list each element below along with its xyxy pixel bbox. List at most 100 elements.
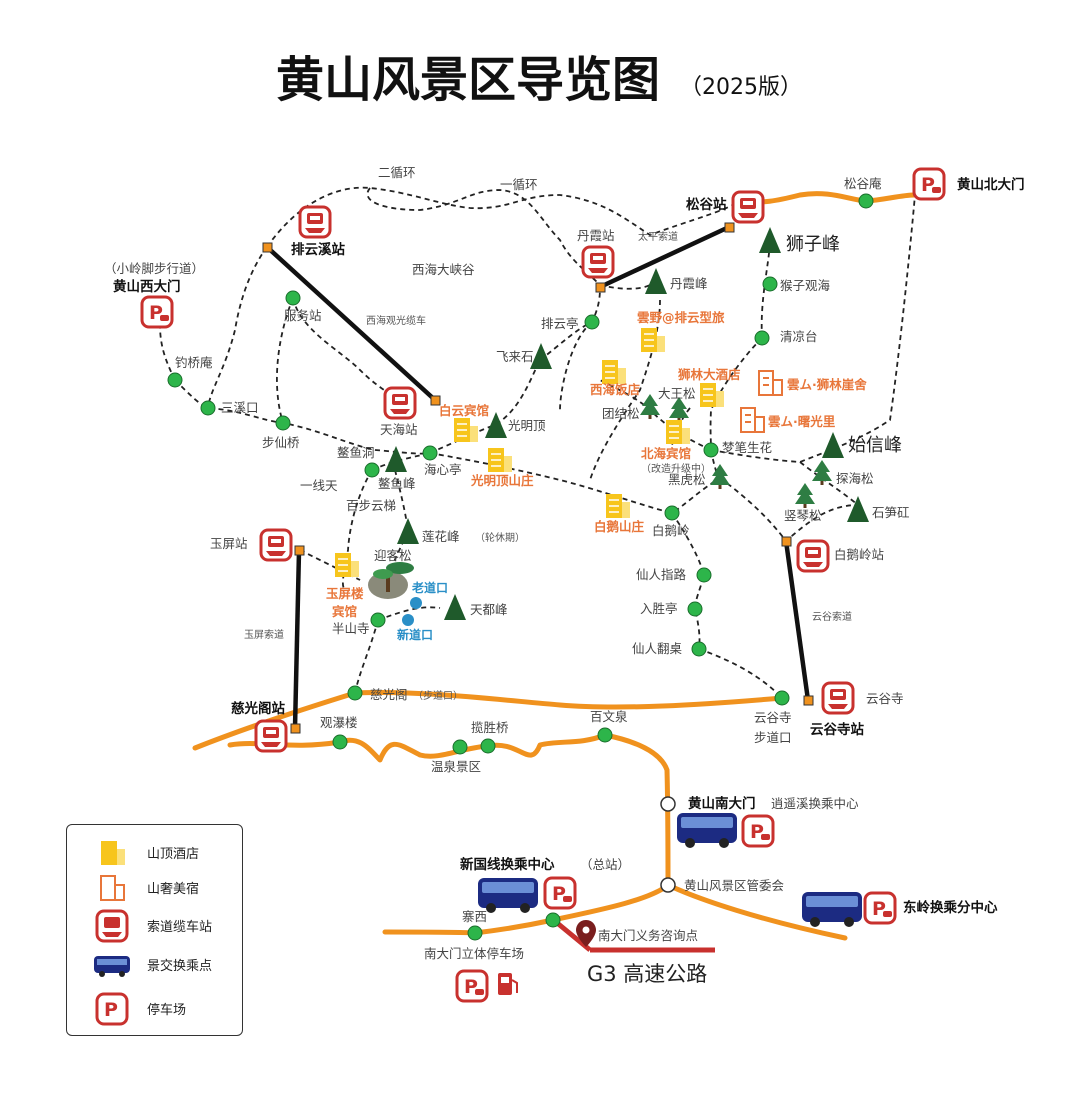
label-baibuyunti: 百步云梯 [346,498,396,513]
label-danxiafeng: 丹霞峰 [670,276,708,291]
label-guangmingding: 光明顶 [508,418,546,433]
label-hotel-guangmingding: 光明顶山庄 [470,473,534,488]
label-yuping-station: 玉屏站 [210,536,248,551]
label-wenquan: 温泉景区 [431,759,481,774]
label-yuping-cable: 玉屏索道 [244,628,284,641]
gate-nodes [660,796,676,893]
yingke-pine-illustration [368,562,414,599]
label-hotel-yuping2: 宾馆 [332,604,357,619]
legend-label-4: 停车场 [147,1002,186,1018]
map-subtitle: （2025版） [680,75,802,100]
legend-label-1: 山奢美宿 [147,881,199,897]
label-houziguanhai: 猴子观海 [780,278,831,293]
bus-icon [94,956,130,977]
label-west-gate: 黄山西大门 [113,278,181,295]
label-xianrenzhilu: 仙人指路 [636,567,687,582]
label-diaoqiaoan: 钓桥庵 [175,355,213,370]
label-tanhaisong: 探海松 [836,471,874,486]
label-tianhai-station: 天海站 [380,422,418,437]
label-xihai-cable: 西海观光缆车 [366,314,426,327]
label-north-gate: 黄山北大门 [957,176,1025,193]
label-rushengting: 入胜亭 [640,601,678,616]
label-yungusi: 云谷寺 [866,691,904,706]
parking-icons [140,167,946,1003]
label-baieling: 白鹅岭 [652,523,690,538]
scenic-nodes [167,193,874,941]
label-parking: 南大门立体停车场 [424,946,524,961]
label-yixunhuan: 一循环 [500,177,538,192]
trail-entry-markers [402,597,422,626]
label-xihaidaxiagu: 西海大峡谷 [412,262,475,277]
label-hotel-yunye: 雲野@排云型旅 [637,310,725,325]
label-tiandufeng: 天都峰 [470,602,508,617]
label-budaokou: （步道口） [413,689,463,702]
label-yungusi-trail: 云谷寺 [754,710,792,725]
label-hotel-shilin: 狮林大酒店 [677,367,741,382]
label-xiaoyaoxi: 逍遥溪换乘中心 [771,796,859,811]
label-mengbishenghua: 梦笔生花 [722,440,772,455]
info-pin-icon [576,920,596,947]
legend-label-2: 索道缆车站 [147,919,212,935]
label-xinguoxian-note: （总站） [580,857,630,872]
label-hotel-yuping1: 玉屏楼 [326,586,364,601]
label-dongling: 东岭换乘分中心 [903,899,998,916]
legend-label-3: 景交换乘点 [147,958,212,974]
label-inn-shuguang: 雲ム·曙光里 [768,414,836,429]
label-xindaokou: 新道口 [397,627,433,642]
label-haixinting: 海心亭 [424,462,462,477]
label-lianhuafeng: 莲花峰 [422,529,460,544]
cableway-lines [265,224,811,729]
label-highway: G3 高速公路 [587,962,707,986]
summit-hotel-icon [101,841,125,865]
label-lunxiuqi: （轮休期） [475,531,525,544]
label-yungu-cable: 云谷索道 [812,610,852,623]
label-saixi: 寨西 [462,909,487,924]
label-info-point: 南大门义务咨询点 [598,928,698,943]
label-erxunhuan: 二循环 [378,165,416,180]
label-shizifeng: 狮子峰 [786,234,840,255]
cable-station-icon [95,909,129,943]
label-guanweihui: 黄山风景区管委会 [684,878,785,893]
label-danxia-station: 丹霞站 [577,228,615,243]
label-yungusi-station: 云谷寺站 [810,721,864,738]
label-aoyufeng: 鳌鱼峰 [378,476,416,491]
label-banshansi: 半山寺 [332,621,370,636]
label-shuqinsong: 竖琴松 [784,508,822,523]
label-paiyunting: 排云亭 [541,316,579,331]
label-buxianqiao: 步仙桥 [262,435,300,450]
label-inn-shilin: 雲ム·狮林崖舍 [787,377,867,392]
label-lanshengqiao: 揽胜桥 [471,720,509,735]
label-sanxikou: 三溪口 [221,400,259,415]
label-shisungang: 石笋矼 [872,505,910,520]
label-hotel-beihai: 北海宾馆 [641,446,691,461]
label-west-note: （小岭脚步行道） [104,261,204,276]
label-hotel-baiyun: 白云宾馆 [439,403,489,418]
label-songguan: 松谷庵 [844,176,882,191]
label-songgu-station: 松谷站 [686,196,727,213]
label-tuanjiesong: 团结松 [602,406,640,421]
map-title: 黄山风景区导览图 [276,52,660,108]
label-south-gate: 黄山南大门 [688,795,756,812]
label-heihusong: 黑虎松 [668,472,706,487]
cable-station-icons [254,190,855,753]
label-xinguoxian: 新国线换乘中心 [460,856,555,873]
label-beihai-note: （改造升级中） [641,462,711,475]
label-hotel-baie: 白鹅山庄 [594,519,645,534]
label-taiping-cable: 太平索道 [638,230,678,243]
label-baiwenquan: 百文泉 [590,709,628,724]
label-laodaokou: 老道口 [412,580,448,595]
label-dawangsong: 大王松 [658,386,696,401]
label-hotel-xihai: 西海饭店 [590,382,641,397]
label-fuwuzhan: 服务站 [284,308,322,323]
label-guanpulou: 观瀑楼 [320,715,358,730]
label-baieling-station: 白鹅岭站 [834,547,884,562]
label-shixinfeng: 始信峰 [848,435,902,456]
label-qingliangtai: 清凉台 [780,329,818,344]
label-feilaishi: 飞来石 [496,349,534,364]
cableway-terminals [262,222,814,734]
label-ciguangge-station: 慈光阁站 [231,700,285,717]
label-aoyudong: 鳌鱼洞 [337,445,375,460]
fuel-icon [498,973,518,995]
label-paiyunxi-station: 排云溪站 [291,241,345,258]
